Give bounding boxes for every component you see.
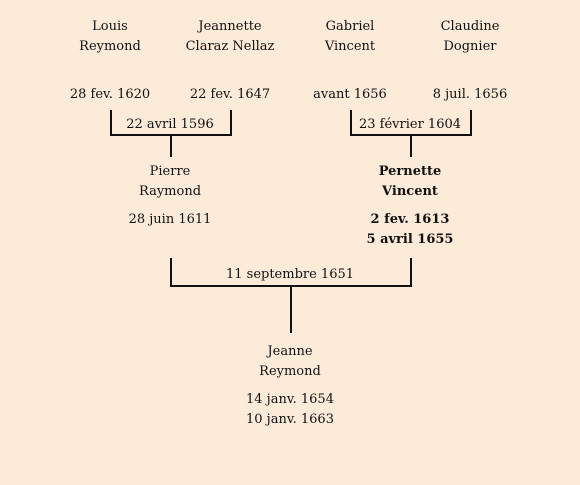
marriage-date-right: 23 février 1604 [358, 117, 462, 132]
person-jeanne-reymond: Jeanne Reymond [240, 342, 340, 382]
connector-left-vertical-a [110, 110, 112, 136]
date-gabriel-vincent: avant 1656 [313, 87, 387, 102]
connector-left-stem [170, 136, 172, 157]
date-claudine-dognier: 8 juil. 1656 [432, 87, 508, 102]
marriage-date-center: 11 septembre 1651 [225, 267, 355, 282]
connector-left-horizontal [110, 134, 232, 136]
death-date: 5 avril 1655 [366, 232, 454, 247]
person-claudine-dognier: Claudine Dognier [420, 17, 520, 57]
person-pernette-vincent: Pernette Vincent [360, 162, 460, 202]
last-name: Reymond [79, 39, 141, 54]
connector-center-vertical-a [170, 258, 172, 287]
dates-pernette-vincent: 2 fev. 1613 5 avril 1655 [350, 210, 470, 250]
first-name: Claudine [440, 19, 500, 34]
death-date: 10 janv. 1663 [246, 412, 334, 427]
connector-right-stem [410, 136, 412, 157]
connector-center-vertical-b [410, 258, 412, 287]
last-name: Vincent [382, 184, 438, 199]
last-name: Reymond [259, 364, 321, 379]
dates-jeanne-reymond: 14 janv. 1654 10 janv. 1663 [230, 390, 350, 430]
person-jeannette-claraz-nellaz: Jeannette Claraz Nellaz [170, 17, 290, 57]
birth-date: 14 janv. 1654 [246, 392, 334, 407]
connector-center-horizontal [170, 285, 412, 287]
first-name: Gabriel [325, 19, 375, 34]
first-name: Louis [92, 19, 128, 34]
first-name: Pierre [149, 164, 191, 179]
last-name: Vincent [324, 39, 376, 54]
first-name: Jeanne [267, 344, 313, 359]
dates-pierre-raymond: 28 juin 1611 [110, 210, 230, 230]
last-name: Raymond [138, 184, 202, 199]
first-name: Pernette [378, 164, 442, 179]
first-name: Jeannette [198, 19, 262, 34]
connector-left-vertical-b [230, 110, 232, 136]
date-louis-reymond: 28 fev. 1620 [69, 87, 151, 102]
connector-center-stem [290, 287, 292, 333]
connector-right-vertical-b [470, 110, 472, 136]
birth-date: 28 juin 1611 [128, 212, 212, 227]
connector-right-vertical-a [350, 110, 352, 136]
marriage-date-left: 22 avril 1596 [126, 117, 214, 132]
person-gabriel-vincent: Gabriel Vincent [300, 17, 400, 57]
last-name: Claraz Nellaz [185, 39, 275, 54]
birth-date: 2 fev. 1613 [370, 212, 450, 227]
last-name: Dognier [443, 39, 497, 54]
date-jeannette-claraz-nellaz: 22 fev. 1647 [189, 87, 271, 102]
connector-right-horizontal [350, 134, 472, 136]
person-louis-reymond: Louis Reymond [60, 17, 160, 57]
person-pierre-raymond: Pierre Raymond [120, 162, 220, 202]
